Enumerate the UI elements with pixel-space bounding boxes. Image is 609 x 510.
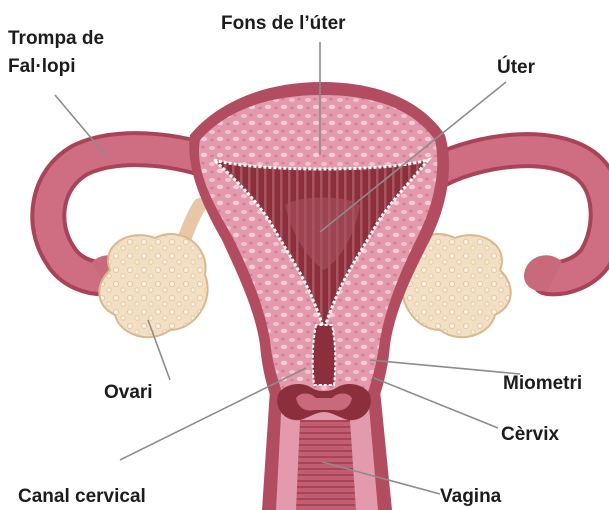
label-cervical-canal: Canal cervical <box>18 486 146 507</box>
cervical-canal <box>313 325 336 385</box>
label-fallopian-tube-line2: Fal·lopi <box>8 56 76 77</box>
label-myometrium: Miometri <box>503 373 582 394</box>
leader-cervix <box>374 378 498 428</box>
left-ovary <box>99 234 207 337</box>
label-ovary: Ovari <box>104 382 153 403</box>
label-fundus: Fons de l’úter <box>221 13 346 34</box>
label-fallopian-tube-line1: Trompa de <box>8 28 104 49</box>
leader-myometrium <box>370 360 520 374</box>
label-uterus: Úter <box>497 56 536 78</box>
label-cervix: Cèrvix <box>501 424 560 445</box>
label-vagina: Vagina <box>440 486 502 507</box>
